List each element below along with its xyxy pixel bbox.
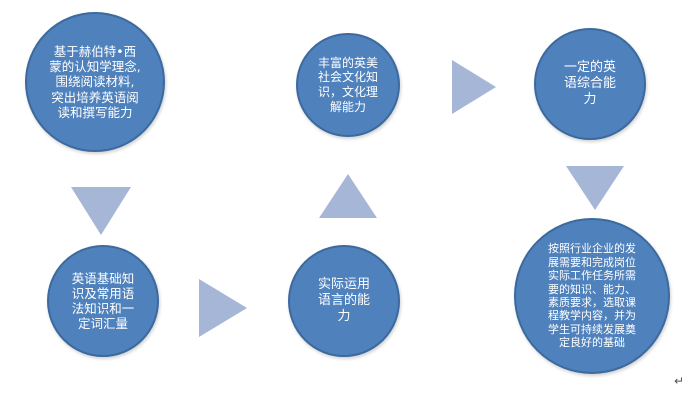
node-foundation: 按照行业企业的发 展需要和完成岗位 实际工作任务所需 要的知识、能力、 素质要求… bbox=[514, 218, 670, 374]
node-culture-knowledge: 丰富的英美 社会文化知 识，文化理 解能力 bbox=[296, 33, 400, 137]
node-theory: 基于赫伯特•西 蒙的认知学理念, 围绕阅读材料, 突出培养英语阅 读和撰写能力 bbox=[25, 12, 165, 152]
arrow-right-top bbox=[452, 60, 496, 114]
node-comprehensive-ability: 一定的英 语综合能 力 bbox=[534, 28, 646, 140]
paragraph-mark: ↵ bbox=[674, 374, 685, 388]
node-comprehensive-ability-label: 一定的英 语综合能 力 bbox=[563, 60, 616, 107]
node-theory-label: 基于赫伯特•西 蒙的认知学理念, 围绕阅读材料, 突出培养英语阅 读和撰写能力 bbox=[49, 43, 141, 120]
node-culture-knowledge-label: 丰富的英美 社会文化知 识，文化理 解能力 bbox=[317, 55, 378, 114]
node-practical-ability: 实际运用 语言的能 力 bbox=[288, 245, 400, 357]
arrow-up-center bbox=[319, 174, 377, 218]
node-foundation-label: 按照行业企业的发 展需要和完成岗位 实际工作任务所需 要的知识、能力、 素质要求… bbox=[548, 242, 636, 350]
arrow-down-right bbox=[566, 166, 624, 210]
node-basic-knowledge: 英语基础知 识及常用语 法知识和一 定词汇量 bbox=[47, 245, 159, 357]
arrow-right-bottom bbox=[199, 279, 247, 337]
node-practical-ability-label: 实际运用 语言的能 力 bbox=[317, 277, 370, 324]
arrow-down-left bbox=[71, 187, 131, 235]
node-basic-knowledge-label: 英语基础知 识及常用语 法知识和一 定词汇量 bbox=[71, 270, 135, 332]
